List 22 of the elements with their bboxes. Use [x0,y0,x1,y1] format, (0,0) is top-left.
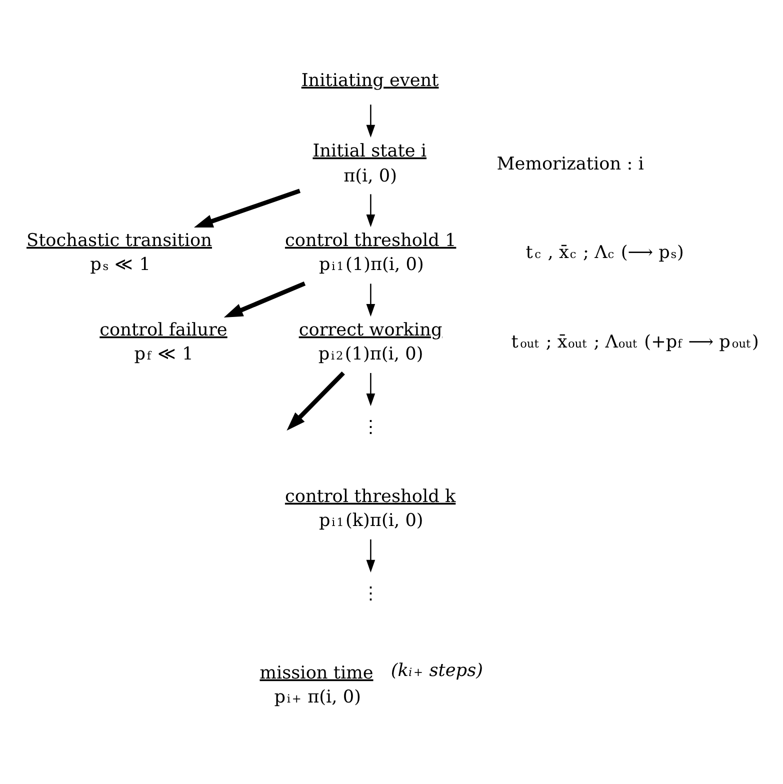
node-text: mission time pi+ π(i, 0) [260,662,374,707]
node-label: (ki+ steps) [390,660,484,680]
arrow [286,370,345,430]
node-text: ⋮ [362,583,380,604]
arrow [366,194,376,227]
node-text: control failure pf ≪ 1 [100,320,228,364]
label: Memorization : i [496,154,644,174]
label: tc , x̄c ; Λc (⟶ ps) [526,242,684,262]
node-text: Stochastic transition ps ≪ 1 [26,230,212,274]
arrow [224,280,306,317]
arrow [366,283,376,316]
arrow [366,104,376,138]
arrow [194,188,301,228]
node-text: control threshold 1 pi1(1)π(i, 0) [284,230,456,274]
arrow [366,538,376,572]
node-text: Initial state i π(i, 0) [312,140,427,186]
node-text: control threshold k pi1(k)π(i, 0) [284,486,456,530]
arrow [366,372,376,406]
node-text: Initiating event [301,70,439,90]
node-text: correct working pi2(1)π(i, 0) [298,320,442,364]
label: tout ; x̄out ; Λout (+pf ⟶ pout) [511,332,759,352]
node-text: ⋮ [362,416,380,437]
